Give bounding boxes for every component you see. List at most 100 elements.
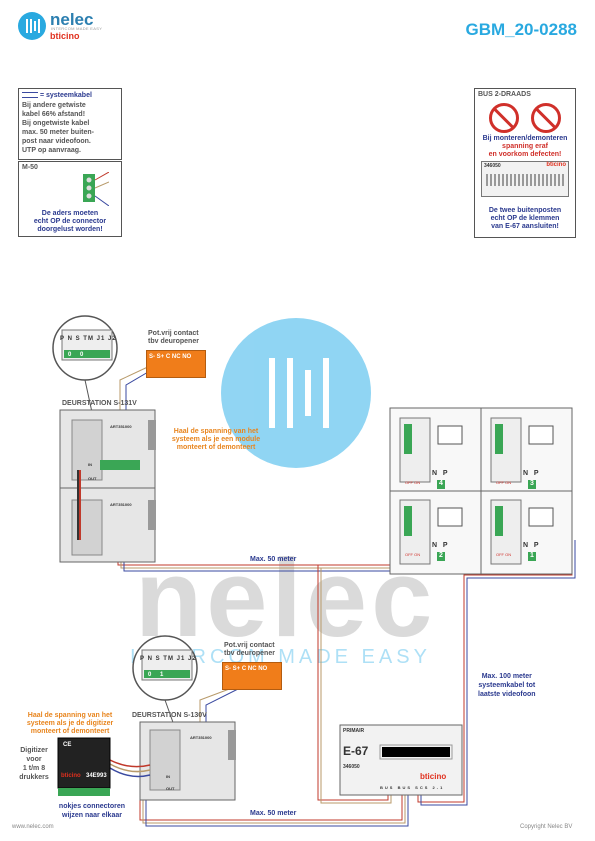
lower-contact-block: S- S+ C NC NO [222,662,282,690]
upper-terminal-labels: P N S TM J1 J2 [60,336,117,342]
cable-note-line: Bij ongetwiste kabel [22,120,90,127]
document-code: GBM_20-0288 [465,20,577,39]
monitor-np-4: N P [432,470,448,477]
upper-station-body [59,409,156,563]
max100-line: systeemkabel tot [478,682,536,689]
contact-terminal: NO [258,666,268,672]
m50-note-box: M-50 De aders moeten echt OP de connecto… [18,161,122,237]
footer-copyright: Copyright Nelec BV [520,824,573,830]
bus-title: BUS 2-DRAADS [478,91,531,98]
contact-terminal: NO [182,354,192,360]
bus-bottom-line: De twee buitenposten [488,207,562,214]
terminal-label: J1 [96,336,106,342]
cable-note-line: UTP op aanvraag. [22,147,82,154]
digitizer-line: Digitizer [20,747,48,754]
max100-line: Max. 100 meter [481,673,532,680]
lower-out-label: OUT [166,786,175,791]
contact-title-line: tbv deuropener [224,650,275,657]
contact-terminal: S- [149,354,155,360]
m50-connector-icon [83,172,109,206]
m50-warning-line: De aders moeten [41,210,99,217]
m50-title: M-50 [22,164,38,171]
lower-jumper-2: 1 [160,672,164,678]
cable-note-line: Bij andere getwiste [22,102,86,109]
lower-terminal-zoom [132,635,198,729]
upper-warning: Haal de spanning van het systeem als je … [160,428,272,452]
cable-note-line: max. 50 meter buiten- [22,129,94,136]
cable-note-title: = systeemkabel [39,92,92,99]
warning-line: Haal de spanning van het [173,428,259,435]
monitor-np-3: N P [523,470,539,477]
bus-warning-line: spanning eraf [502,143,548,150]
monitor-np-2: N P [432,542,448,549]
terminal-label: J2 [187,656,197,662]
contact-title-line: Pot.vrij contact [224,642,275,649]
watermark-slogan: INTERCOM MADE EASY [130,646,431,668]
bus-module-image: 346050 bticino [481,161,569,197]
upper-contact-title: Pot.vrij contact tbv deuropener [148,330,199,346]
digitizer-line: voor [26,756,42,763]
monitor-offon-2: OFF ON [405,552,421,557]
lower-jumper-1: 0 [148,672,152,678]
e67-terminal: BUS [397,785,413,790]
logo-tagline: INTERCOM MADE EASY [51,26,103,31]
nelec-logo-icon [18,12,46,40]
bus-module-vents [486,174,564,186]
max50-bottom-label: Max. 50 meter [250,810,297,817]
monitor-offon-4: OFF ON [405,480,421,485]
e67-terminals: BUS BUS SCS 2-1 [380,785,444,790]
nokjes-line: nokjes connectoren [58,803,126,810]
e67-terminal: SCS [415,785,430,790]
e67-name: E-67 [343,744,369,758]
terminal-label: P [140,656,145,662]
contact-terminal: S+ [232,666,241,672]
warning-line: monteert of demonteert [30,728,110,735]
contact-terminal: C [165,354,171,360]
lower-warning: Haal de spanning van het systeem als je … [10,712,130,736]
max100-label: Max. 100 meter systeemkabel tot laatste … [478,672,536,699]
terminal-label: J1 [176,656,186,662]
warning-line: systeem als je een module [171,436,261,443]
terminal-label: J2 [107,336,117,342]
logo-name: nelec [50,10,94,29]
terminal-label: TM [163,656,174,662]
e67-terminal: BUS [380,785,395,790]
lower-contact-title: Pot.vrij contact tbv deuropener [224,642,275,658]
watermark-logo-icon [221,318,371,468]
terminal-label: TM [83,336,94,342]
contact-terminal: NC [171,354,181,360]
terminal-label: N [147,656,153,662]
upper-terminal-zoom [52,315,118,441]
upper-jumper-2: 0 [80,352,84,358]
max100-line: laatste videofoon [478,691,536,698]
e67-brand: bticino [420,772,447,781]
logo-brand: bticino [50,31,80,41]
warning-line: Haal de spanning van het [27,712,113,719]
monitor-number-3: 3 [528,480,536,489]
warning-line: monteert of demonteert [176,444,256,451]
contact-terminal: C [241,666,247,672]
monitor-number-2: 2 [437,552,445,561]
bus-module-code: 346050 [484,163,501,169]
terminal-label: S [155,656,161,662]
bus-warning-line: Bij monteren/demonteren [482,135,568,142]
e67-terminal: 2-1 [432,785,445,790]
cable-legend-icon [22,92,38,99]
footer-website[interactable]: www.nelec.com [12,824,54,830]
m50-warning-line: doorgelust worden! [37,226,103,233]
terminal-label: P [60,336,65,342]
bus-bottom-line: echt OP de klemmen [490,215,560,222]
lower-station-body [109,721,236,801]
upper-contact-block: S- S+ C NC NO [146,350,206,378]
e67-primair-label: PRIMAIR [343,728,365,734]
upper-module-label-2: ART351000 [110,502,132,507]
digitizer-brand: bticino [61,773,81,779]
upper-module-label: ART351000 [110,424,132,429]
lower-station-name: DEURSTATION S-130V [132,712,207,719]
digitizer-body [57,737,111,796]
bus-module-brand: bticino [546,162,566,168]
monitor-panel [389,407,573,575]
lower-in-label: IN [166,774,170,779]
terminal-label: S [75,336,81,342]
monitor-np-1: N P [523,542,539,549]
